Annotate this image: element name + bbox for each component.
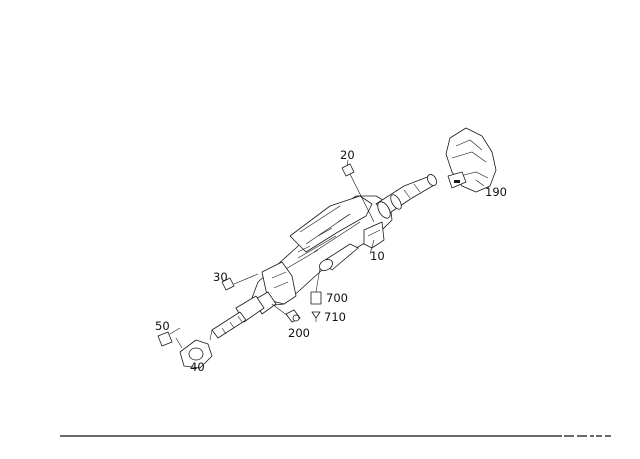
callout-710: 710 xyxy=(324,310,346,324)
part-710 xyxy=(311,311,321,322)
bolt-200 xyxy=(271,303,301,323)
steering-column-housing xyxy=(251,174,437,307)
part-700 xyxy=(310,267,322,305)
bolt-50 xyxy=(157,327,181,347)
callout-20: 20 xyxy=(340,148,355,162)
callout-10: 10 xyxy=(370,249,385,263)
bolt-30 xyxy=(221,273,259,291)
callout-190: 190 xyxy=(485,185,507,199)
callout-200: 200 xyxy=(288,326,310,340)
callout-50: 50 xyxy=(155,319,170,333)
callout-30: 30 xyxy=(213,270,228,284)
flange-40 xyxy=(175,337,213,369)
bolt-20 xyxy=(341,159,375,223)
intermediate-shaft xyxy=(209,291,277,341)
callout-700: 700 xyxy=(326,291,348,305)
callout-40: 40 xyxy=(190,360,205,374)
steering-column-cover xyxy=(445,127,497,193)
